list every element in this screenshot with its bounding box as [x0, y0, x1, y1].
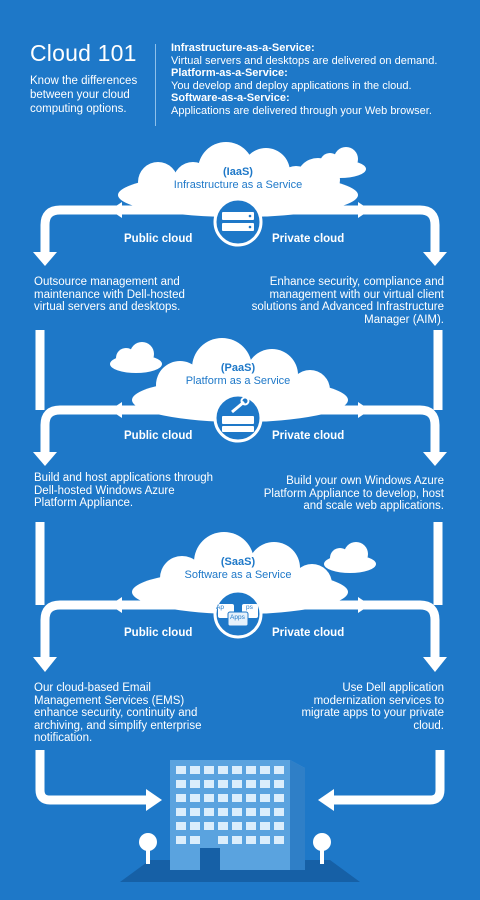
iaas-private-label: Private cloud — [272, 233, 345, 245]
iaas-cloud-label: (IaaS) Infrastructure as a Service — [158, 166, 318, 192]
definitions-list: Infrastructure-as-a-Service: Virtual ser… — [171, 42, 471, 117]
iaas-arrows — [40, 205, 440, 255]
iaas-abbr: (IaaS) — [223, 166, 253, 178]
header-divider — [155, 44, 156, 126]
saas-private-label: Private cloud — [272, 627, 345, 639]
page-subtitle: Know the differences between your cloud … — [30, 75, 138, 115]
paas-public-label: Public cloud — [124, 430, 193, 442]
iaas-cloud — [118, 142, 366, 217]
iaas-public-label: Public cloud — [124, 233, 193, 245]
office-building-illustration — [120, 760, 360, 882]
apps-icon-text-3: Apps — [230, 614, 245, 621]
paas-name: Platform as a Service — [185, 375, 291, 387]
paas-public-desc: Build and host applications through Dell… — [34, 472, 214, 509]
server-icon — [213, 197, 263, 247]
saas-public-label: Public cloud — [124, 627, 193, 639]
paas-arrows — [35, 330, 443, 455]
iaas-arrowheads — [33, 202, 447, 266]
saas-private-desc: Use Dell application modernization servi… — [301, 682, 444, 732]
definition-paas-term: Platform-as-a-Service: — [171, 67, 288, 79]
bottom-arrowheads — [146, 789, 334, 811]
definition-paas-text: You develop and deploy applications in t… — [171, 79, 412, 92]
paas-private-label: Private cloud — [272, 430, 345, 442]
apps-icon — [213, 589, 263, 639]
definition-saas-term: Software-as-a-Service: — [171, 92, 290, 104]
definition-iaas-text: Virtual servers and desktops are deliver… — [171, 54, 438, 67]
apps-icon-text-2: ps — [246, 604, 253, 611]
iaas-name: Infrastructure as a Service — [173, 179, 303, 191]
page-title: Cloud 101 — [30, 40, 137, 66]
saas-name: Software as a Service — [184, 569, 292, 581]
iaas-public-desc: Outsource management and maintenance wit… — [34, 276, 185, 313]
paas-arrowheads — [33, 402, 447, 466]
iaas-private-desc: Enhance security, compliance and managem… — [251, 276, 444, 326]
apps-icon-text-1: Ap — [216, 604, 224, 611]
paas-abbr: (PaaS) — [220, 362, 256, 374]
paas-cloud-label: (PaaS) Platform as a Service — [158, 362, 318, 388]
server-wrench-icon — [213, 393, 263, 443]
saas-cloud-label: (SaaS) Software as a Service — [158, 556, 318, 582]
saas-cloud — [132, 532, 376, 614]
definition-iaas-term: Infrastructure-as-a-Service: — [171, 42, 315, 54]
saas-arrowheads — [33, 597, 447, 672]
paas-private-desc: Build your own Windows Azure Platform Ap… — [263, 475, 444, 512]
saas-arrows — [35, 522, 443, 660]
saas-public-desc: Our cloud-based Email Management Service… — [34, 682, 202, 744]
bottom-arrows — [35, 750, 445, 805]
definition-saas-text: Applications are delivered through your … — [171, 104, 432, 117]
saas-abbr: (SaaS) — [220, 556, 256, 568]
